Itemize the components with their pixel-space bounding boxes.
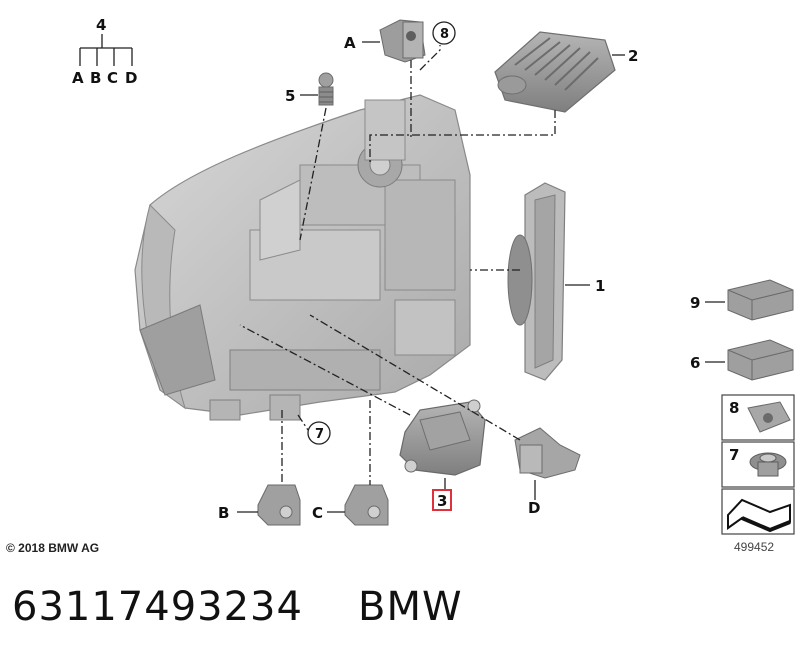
part-5-adjuster — [318, 72, 334, 106]
tree-label-c: C — [107, 69, 118, 87]
copyright-text: © 2018 BMW AG — [6, 541, 100, 555]
legend-panel: 9 6 8 7 — [690, 279, 795, 535]
leader-lines — [79, 34, 625, 513]
label-3: 3 — [437, 492, 447, 510]
legend-label-7: 7 — [729, 446, 739, 464]
label-8: 8 — [440, 27, 449, 42]
label-c: C — [312, 504, 323, 522]
profile-strip-icon — [727, 498, 791, 533]
part-1-cover — [507, 182, 566, 381]
label-2: 2 — [628, 47, 638, 65]
part-number: 63117493234 — [12, 584, 303, 630]
label-9: 9 — [690, 294, 700, 312]
highlight-box-3 — [432, 489, 452, 511]
part-b-bracket — [257, 484, 301, 526]
tree-label-a: A — [72, 69, 84, 87]
brand-name: BMW — [358, 584, 463, 630]
label-b: B — [218, 504, 229, 522]
label-6: 6 — [690, 354, 700, 372]
part-2-control-unit — [494, 31, 616, 113]
part-d-bracket — [514, 427, 581, 479]
callout-circle-8 — [432, 21, 456, 45]
headlight-housing — [134, 94, 471, 421]
label-5: 5 — [285, 87, 295, 105]
box-9-icon — [727, 279, 794, 321]
part-c-bracket — [344, 484, 389, 526]
tree-label-d: D — [125, 69, 137, 87]
clip-nut-icon — [747, 401, 791, 433]
label-1: 1 — [595, 277, 605, 295]
label-7: 7 — [315, 427, 324, 442]
label-4: 4 — [96, 16, 106, 34]
part-3-ballast — [399, 399, 486, 476]
callout-circle-7 — [307, 421, 331, 445]
label-d: D — [528, 499, 540, 517]
box-6-icon — [727, 339, 794, 381]
label-a: A — [344, 34, 356, 52]
legend-label-8: 8 — [729, 399, 739, 417]
reference-code: 499452 — [734, 540, 775, 554]
grommet-icon — [749, 452, 787, 477]
tree-label-b: B — [90, 69, 101, 87]
part-a-top-bracket — [379, 19, 426, 63]
